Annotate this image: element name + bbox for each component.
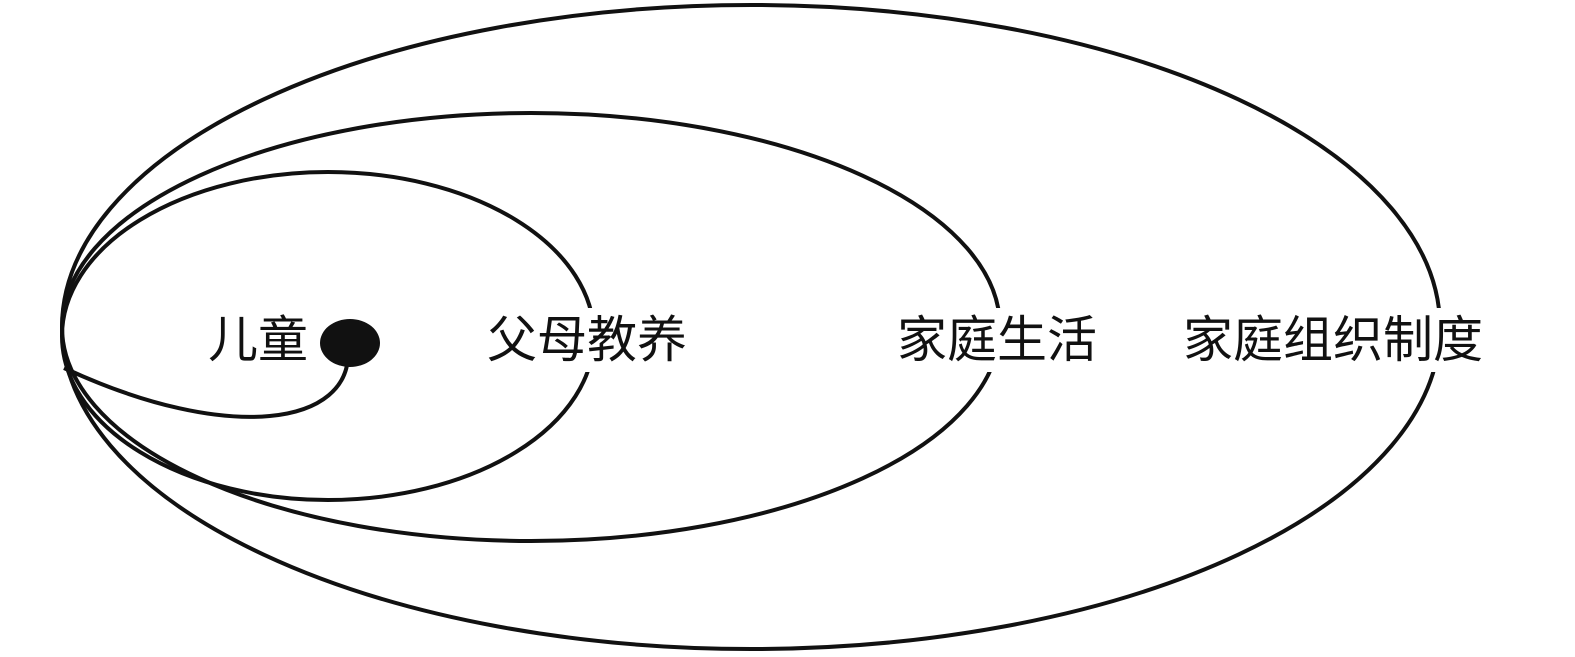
label-child: 儿童 — [208, 311, 308, 369]
label-family-life: 家庭生活 — [893, 308, 1101, 372]
label-family-institution: 家庭组织制度 — [1179, 308, 1487, 372]
child-dot — [320, 319, 380, 367]
label-parenting: 父母教养 — [483, 308, 691, 372]
child-connector-curve — [63, 349, 351, 419]
